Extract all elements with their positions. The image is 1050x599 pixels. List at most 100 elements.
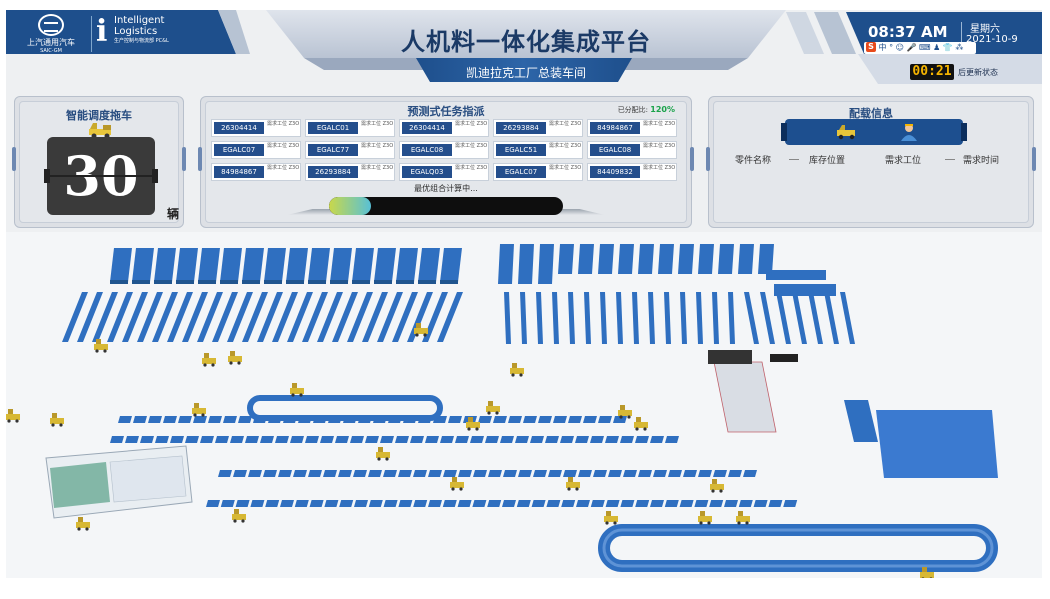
rack-row bbox=[197, 292, 223, 342]
tugger-fleet[interactable] bbox=[6, 323, 934, 578]
rack-block bbox=[558, 244, 574, 274]
rack-block bbox=[718, 244, 734, 274]
line-segment bbox=[140, 436, 154, 443]
tugger-wheel bbox=[237, 361, 241, 365]
weekday-label: 星期六 bbox=[970, 24, 1000, 35]
tugger-cab bbox=[230, 351, 235, 356]
line-segment bbox=[448, 416, 462, 423]
rack-block bbox=[330, 248, 352, 282]
tugger-icon[interactable] bbox=[736, 511, 750, 525]
tugger-body bbox=[486, 406, 500, 412]
rack-row bbox=[392, 292, 418, 342]
tugger-icon[interactable] bbox=[634, 417, 648, 431]
line-segment bbox=[350, 436, 364, 443]
tugger-icon[interactable] bbox=[698, 511, 712, 525]
line-segment bbox=[724, 500, 738, 507]
tugger-body bbox=[192, 408, 206, 414]
line-segment bbox=[125, 436, 139, 443]
factory-floor-map[interactable] bbox=[6, 232, 1042, 578]
rack-row bbox=[287, 292, 313, 342]
ime-toolbar-icons[interactable]: 中 ° ☺ 🎤 ⌨ ♟ 👕 ⁂ bbox=[878, 43, 964, 52]
tugger-icon[interactable] bbox=[486, 401, 500, 415]
tugger-count-unit: 辆 bbox=[167, 207, 180, 221]
panel-edge-right bbox=[690, 147, 694, 171]
tugger-wheel bbox=[85, 527, 89, 531]
line-segment bbox=[278, 470, 292, 477]
rack-block bbox=[110, 248, 132, 282]
tugger-icon[interactable] bbox=[6, 409, 20, 423]
rack-row bbox=[92, 292, 118, 342]
rack-row bbox=[552, 292, 559, 344]
rack-block bbox=[440, 248, 462, 282]
rack-row bbox=[152, 292, 178, 342]
line-segment bbox=[155, 436, 169, 443]
tugger-icon[interactable] bbox=[50, 413, 64, 427]
tugger-icon[interactable] bbox=[414, 323, 428, 337]
tugger-icon[interactable] bbox=[290, 383, 304, 397]
tugger-body bbox=[634, 422, 648, 428]
tugger-icon[interactable] bbox=[376, 447, 390, 461]
tugger-icon[interactable] bbox=[450, 477, 464, 491]
tugger-cab bbox=[468, 417, 473, 422]
tugger-wheel bbox=[201, 413, 205, 417]
line-segment bbox=[650, 436, 664, 443]
tugger-body bbox=[202, 358, 216, 364]
tugger-cab bbox=[620, 405, 625, 410]
tugger-icon[interactable] bbox=[94, 339, 108, 353]
tugger-body bbox=[228, 356, 242, 362]
line-segment bbox=[709, 500, 724, 507]
delivery-icon-band bbox=[781, 119, 967, 145]
refresh-countdown: 00:21 bbox=[910, 64, 954, 80]
tugger-cab bbox=[378, 447, 383, 452]
sogou-ime-icon[interactable]: S bbox=[866, 42, 876, 52]
line-segment bbox=[635, 500, 650, 507]
tugger-body bbox=[466, 422, 480, 428]
tugger-icon[interactable] bbox=[618, 405, 632, 419]
rack-row bbox=[792, 292, 807, 344]
tugger-icon[interactable] bbox=[920, 567, 934, 578]
tugger-icon[interactable] bbox=[202, 353, 216, 367]
tugger-cab bbox=[738, 511, 743, 516]
tugger-icon[interactable] bbox=[76, 517, 90, 531]
input-method-toolbar[interactable]: S 中 ° ☺ 🎤 ⌨ ♟ 👕 ⁂ bbox=[864, 42, 976, 54]
tugger-icon[interactable] bbox=[710, 479, 724, 493]
warehouse-enclosure bbox=[45, 445, 193, 519]
rack-row bbox=[712, 292, 719, 344]
tugger-icon[interactable] bbox=[228, 351, 242, 365]
line-segment bbox=[568, 416, 582, 423]
line-segment bbox=[133, 416, 147, 423]
rack-shadow bbox=[176, 280, 194, 284]
tugger-wheel bbox=[511, 373, 515, 377]
task-part-code: EGALC08 bbox=[590, 144, 640, 156]
rack-block bbox=[578, 244, 594, 274]
tugger-icon[interactable] bbox=[604, 511, 618, 525]
tugger-icon[interactable] bbox=[510, 363, 524, 377]
tugger-icon[interactable] bbox=[566, 477, 580, 491]
line-segment bbox=[398, 500, 413, 507]
tugger-icon[interactable] bbox=[232, 509, 246, 523]
col-separator bbox=[789, 159, 799, 160]
tugger-icon[interactable] bbox=[466, 417, 480, 431]
rack-shadow bbox=[308, 280, 326, 284]
tugger-wheel bbox=[229, 361, 233, 365]
task-station-info: 需求工位 Z3O bbox=[643, 121, 676, 127]
tugger-icon[interactable] bbox=[192, 403, 206, 417]
tugger-cab bbox=[512, 363, 517, 368]
rack-row bbox=[167, 292, 193, 342]
